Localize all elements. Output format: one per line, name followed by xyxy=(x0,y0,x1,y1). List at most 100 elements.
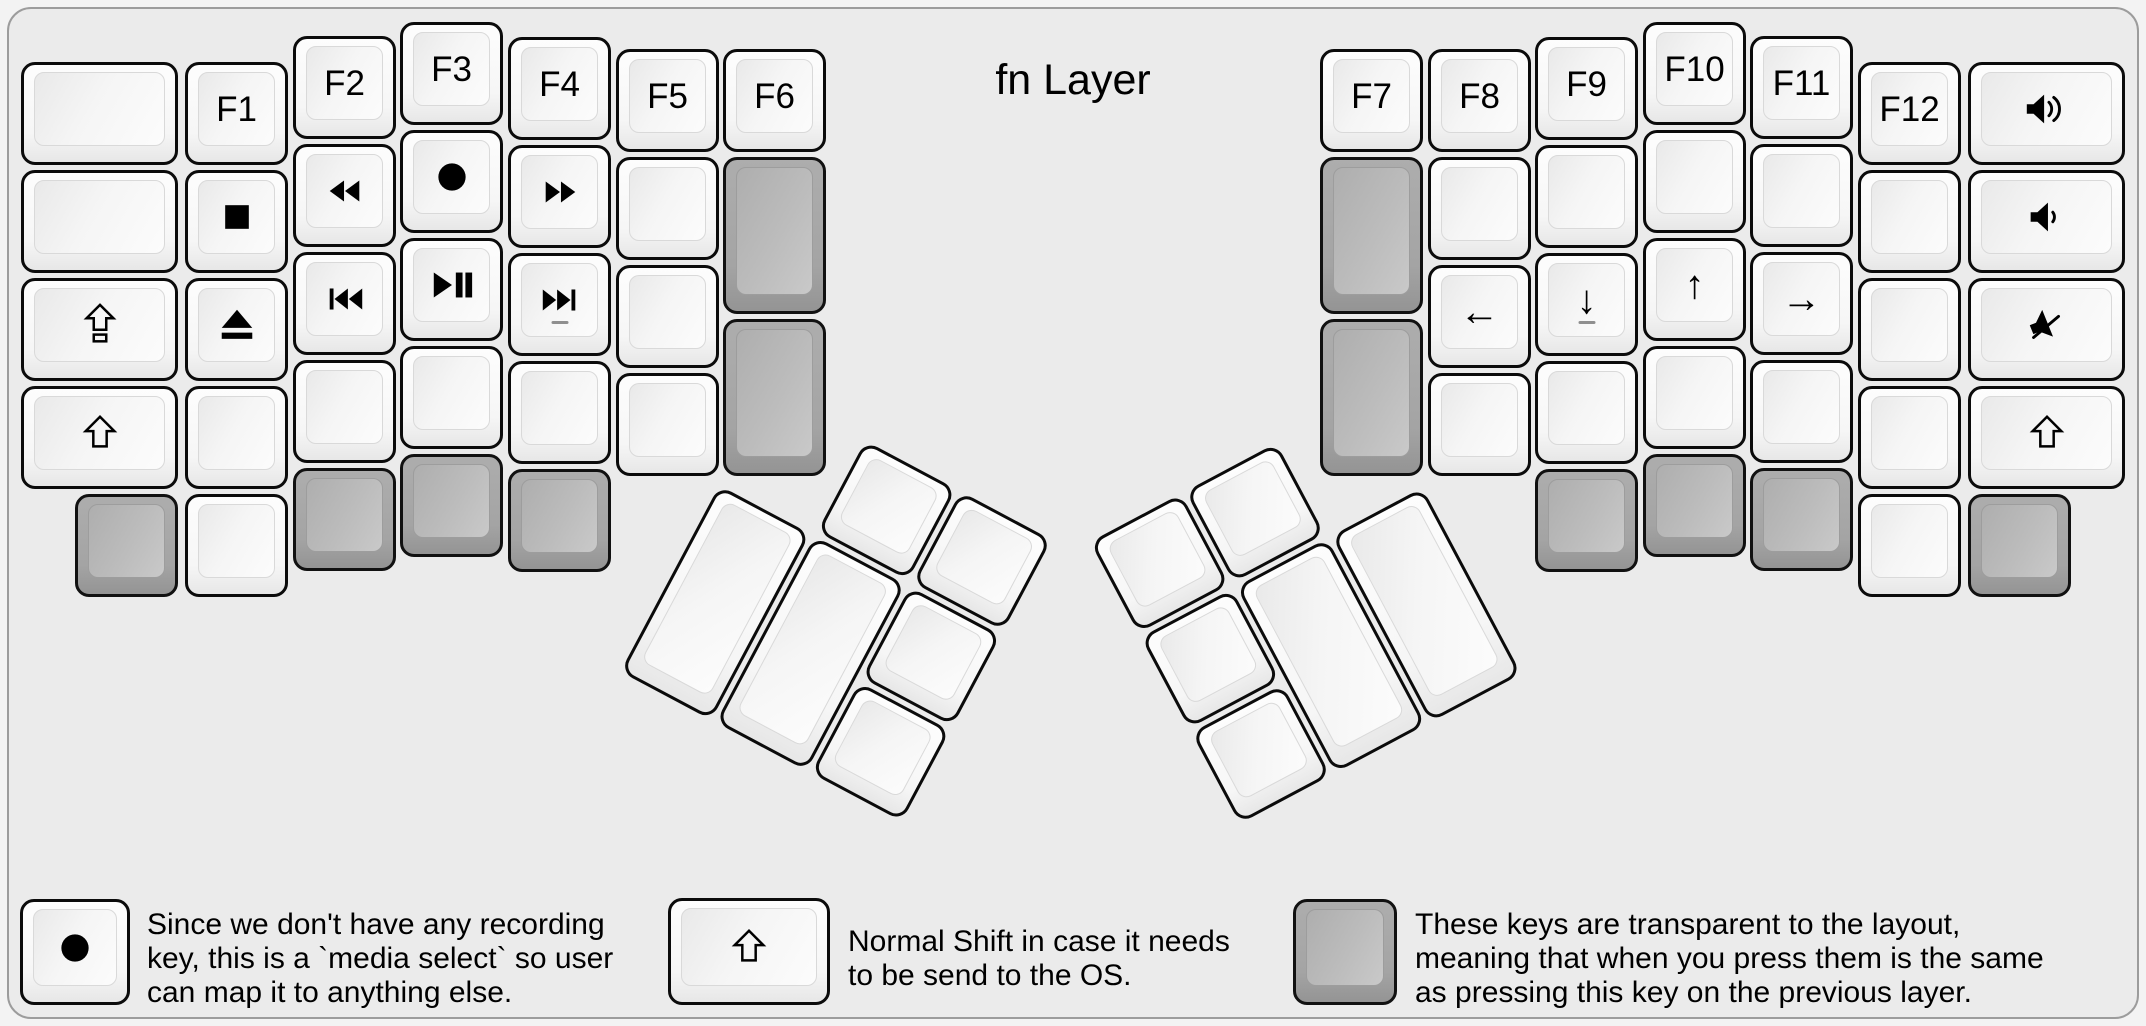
thumb-right-top1-keycap xyxy=(1106,508,1209,611)
eject-icon xyxy=(216,307,258,343)
arrow-right-key: → xyxy=(1750,252,1853,355)
media-select-note-sample-keycap xyxy=(33,909,117,986)
fast-forward-key xyxy=(508,145,611,248)
eject-keycap xyxy=(198,288,275,362)
record-keycap xyxy=(413,140,490,214)
f12-keycap: F12 xyxy=(1871,72,1948,146)
left-r4-c3-key xyxy=(293,360,396,463)
arrow-up-key: ↑ xyxy=(1643,238,1746,341)
f10-label: F10 xyxy=(1664,49,1725,89)
right-r5-c5-transparent-keycap xyxy=(1763,478,1840,552)
right-r4-c4-keycap xyxy=(1656,356,1733,430)
legend-text-line: can map it to anything else. xyxy=(147,976,513,1009)
left-r4-c3-keycap xyxy=(306,370,383,444)
right-r2-c4-keycap xyxy=(1656,140,1733,214)
record-icon xyxy=(55,930,95,966)
mute-key xyxy=(1968,278,2125,381)
mute-keycap xyxy=(1981,288,2112,362)
f8-key: F8 xyxy=(1428,49,1531,152)
arrow-down-keycap: ↓ xyxy=(1548,263,1625,337)
left-r2-c6-keycap xyxy=(629,167,706,241)
legend-text-line: key, this is a `media select` so user xyxy=(147,942,614,975)
right-r4-c3-key xyxy=(1535,361,1638,464)
arrow-left-key: ← xyxy=(1428,265,1531,368)
left-r4-c2-keycap xyxy=(198,396,275,470)
arrow-right-label: → xyxy=(1781,277,1822,321)
f9-key: F9 xyxy=(1535,37,1638,140)
left-r5-c5-transparent-key xyxy=(508,469,611,572)
f4-key: F4 xyxy=(508,37,611,140)
right-r4-c2-key xyxy=(1428,373,1531,476)
prev-track-keycap xyxy=(306,262,383,336)
left-r5-c4-transparent-key xyxy=(400,454,503,557)
left-inner-tall2-transparent-key xyxy=(723,319,826,476)
transparent-keys-note-text: These keys are transparent to the layout… xyxy=(1415,908,2044,1010)
f2-label: F2 xyxy=(324,63,365,103)
arrow-down-key: ↓ xyxy=(1535,253,1638,356)
record-key xyxy=(400,130,503,233)
prev-track-key xyxy=(293,252,396,355)
left-r4-c6-key xyxy=(616,373,719,476)
shift-icon xyxy=(78,412,122,454)
left-r4-c2-key xyxy=(185,386,288,489)
right-r3-c6-keycap xyxy=(1871,288,1948,362)
right-inner-tall2-transparent-key xyxy=(1320,319,1423,476)
f2-keycap: F2 xyxy=(306,46,383,120)
right-r5-c4-transparent-keycap xyxy=(1656,464,1733,538)
right-r4-c5-keycap xyxy=(1763,370,1840,444)
f12-key: F12 xyxy=(1858,62,1961,165)
left-r4-c5-keycap xyxy=(521,371,598,445)
f12-label: F12 xyxy=(1879,89,1940,129)
homing-dash xyxy=(1578,320,1595,324)
mute-icon xyxy=(2022,307,2072,343)
left-r2-c1-keycap xyxy=(34,180,165,254)
f9-label: F9 xyxy=(1566,64,1607,104)
caps-lock-key xyxy=(21,278,178,381)
left-r1-c1-keycap xyxy=(34,72,165,146)
right-inner-tall1-transparent-key xyxy=(1320,157,1423,314)
media-select-note-sample-key xyxy=(20,899,130,1005)
f10-keycap: F10 xyxy=(1656,32,1733,106)
arrow-up-keycap: ↑ xyxy=(1656,248,1733,322)
homing-dash xyxy=(551,320,568,324)
left-r5-c3-transparent-keycap xyxy=(306,478,383,552)
f7-keycap: F7 xyxy=(1333,59,1410,133)
transparent-keys-note-sample-key xyxy=(1293,899,1397,1005)
left-r2-c1-key xyxy=(21,170,178,273)
f10-key: F10 xyxy=(1643,22,1746,125)
left-r2-c6-key xyxy=(616,157,719,260)
left-r5-c4-transparent-keycap xyxy=(413,464,490,538)
f8-keycap: F8 xyxy=(1441,59,1518,133)
left-r3-c6-keycap xyxy=(629,275,706,349)
left-r4-c5-key xyxy=(508,361,611,464)
volume-down-key xyxy=(1968,170,2125,273)
legend-text-line: Since we don't have any recording xyxy=(147,908,605,941)
right-r3-c6-key xyxy=(1858,278,1961,381)
thumb-right-mid-keycap xyxy=(1156,603,1260,706)
arrow-left-label: ← xyxy=(1459,290,1500,334)
right-r5-c4-transparent-key xyxy=(1643,454,1746,557)
left-r5-c2-keycap xyxy=(198,504,275,578)
left-inner-tall2-transparent-keycap xyxy=(736,329,813,457)
right-r2-c2-keycap xyxy=(1441,167,1518,241)
shift-icon xyxy=(727,926,771,968)
f6-key: F6 xyxy=(723,49,826,152)
f1-label: F1 xyxy=(216,89,257,129)
play-pause-icon xyxy=(429,267,475,303)
arrow-left-keycap: ← xyxy=(1441,275,1518,349)
thumb-right-top2-keycap xyxy=(1201,457,1305,560)
f5-label: F5 xyxy=(647,76,688,116)
caps-lock-keycap xyxy=(34,288,165,362)
legend-text-line: Normal Shift in case it needs xyxy=(848,925,1230,958)
right-r2-c5-keycap xyxy=(1763,154,1840,228)
f1-keycap: F1 xyxy=(198,72,275,146)
f9-keycap: F9 xyxy=(1548,47,1625,121)
next-track-keycap xyxy=(521,263,598,337)
arrow-down-label: ↓ xyxy=(1576,278,1597,322)
f1-key: F1 xyxy=(185,62,288,165)
layer-title: fn Layer xyxy=(995,56,1151,104)
right-r5-c3-transparent-key xyxy=(1535,469,1638,572)
play-pause-key xyxy=(400,238,503,341)
f11-label: F11 xyxy=(1772,63,1831,103)
f6-keycap: F6 xyxy=(736,59,813,133)
